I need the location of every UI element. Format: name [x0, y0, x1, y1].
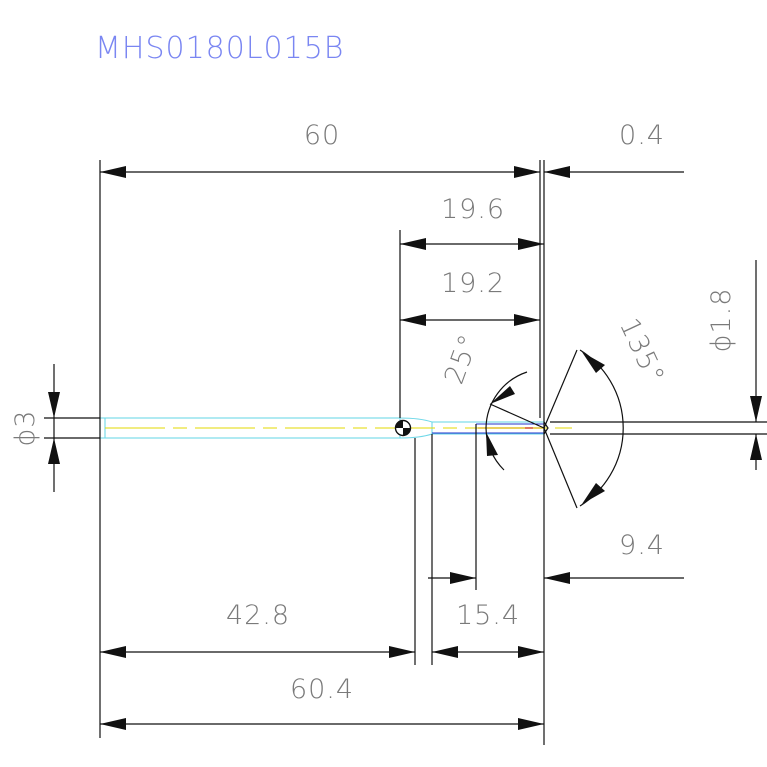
dim-60-4-label: 60.4 — [290, 674, 354, 705]
dimension-shank-diameter: ϕ3 — [10, 364, 60, 492]
dimension-tip-diameter: ϕ1.8 — [706, 260, 762, 470]
dimension-overall-length: 60.4 — [100, 674, 544, 730]
dim-60-label: 60 — [304, 120, 340, 151]
dimension-flute-outer: 19.6 — [400, 194, 544, 250]
dimension-tip-offset: 0.4 — [544, 120, 684, 178]
dim-25-deg-label: 25° — [439, 330, 486, 388]
dim-135-deg-label: 135° — [613, 314, 670, 390]
dimension-overall-top: 60 — [100, 120, 540, 178]
drill-body — [99, 417, 572, 439]
dim-9-4-label: 9.4 — [619, 530, 665, 561]
dimension-body-length: 42.8 — [100, 600, 415, 658]
dim-phi3-label: ϕ3 — [10, 410, 41, 447]
dimension-point-angle: 135° — [543, 314, 670, 509]
center-mark-icon — [394, 419, 412, 437]
dim-19-2-label: 19.2 — [441, 268, 505, 299]
part-number-title: MHS0180L015B — [95, 31, 344, 66]
dim-0-4-label: 0.4 — [619, 120, 665, 151]
dim-42-8-label: 42.8 — [226, 600, 290, 631]
dim-phi1-8-label: ϕ1.8 — [706, 288, 737, 353]
dimension-flute-inner: 19.2 — [400, 268, 540, 326]
dimension-relief-length: 9.4 — [428, 530, 684, 584]
dimension-helix-angle: 25° — [439, 330, 545, 471]
extension-lines — [44, 160, 767, 745]
shank-transition — [399, 417, 433, 439]
dimension-neck-length: 15.4 — [432, 600, 544, 658]
dim-15-4-label: 15.4 — [456, 600, 520, 631]
dim-19-6-label: 19.6 — [441, 194, 505, 225]
